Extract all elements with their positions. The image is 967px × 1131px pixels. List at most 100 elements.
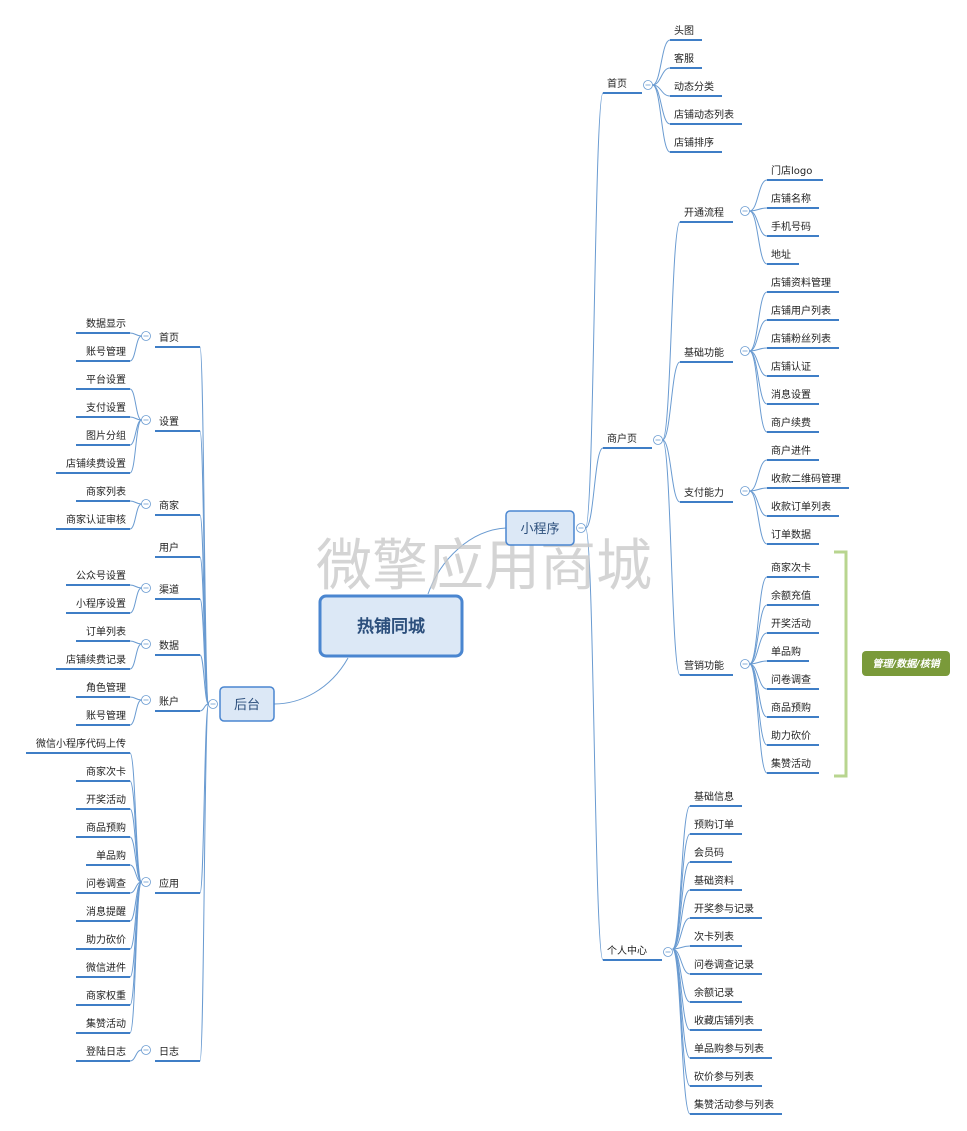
mp-personal-item-1[interactable]: 预购订单 (690, 818, 742, 835)
mp-merchant-2-item-2[interactable]: 收款订单列表 (767, 500, 839, 517)
mp-merchant-3-item-2[interactable]: 开奖活动 (767, 617, 819, 634)
mp-merchant-sub-0[interactable]: 开通流程 (680, 206, 733, 223)
mp-merchant-0-item-1[interactable]: 店铺名称 (767, 192, 819, 209)
mp-merchant-3-item-6[interactable]: 助力砍价 (767, 729, 819, 746)
mp-personal-item-7[interactable]: 余额记录 (690, 986, 742, 1003)
backend-branch-1[interactable]: 设置 (155, 416, 200, 432)
backend-8-item-0[interactable]: 登陆日志 (76, 1045, 130, 1062)
backend-7-item-3[interactable]: 商品预购 (76, 821, 130, 838)
backend-branch-1-collapse-toggle[interactable] (141, 415, 151, 425)
mp-personal-item-9[interactable]: 单品购参与列表 (690, 1042, 772, 1059)
backend-7-item-4[interactable]: 单品购 (86, 849, 130, 866)
backend-branch-8-collapse-toggle[interactable] (141, 1045, 151, 1055)
mp-personal-item-8[interactable]: 收藏店铺列表 (690, 1014, 762, 1031)
mp-merchant-0-item-2[interactable]: 手机号码 (767, 220, 819, 237)
backend-branch-5[interactable]: 数据 (155, 639, 200, 656)
backend-0-item-0[interactable]: 数据显示 (76, 317, 130, 334)
backend-branch-6-collapse-toggle[interactable] (141, 695, 151, 705)
backend-branch-5-collapse-toggle[interactable] (141, 639, 151, 649)
mp-merchant-2-item-3[interactable]: 订单数据 (767, 528, 819, 545)
mp-personal-item-3[interactable]: 基础资料 (690, 874, 742, 891)
backend-6-item-1[interactable]: 账号管理 (76, 709, 130, 726)
mp-merchant-2-item-0[interactable]: 商户进件 (767, 444, 819, 461)
backend-7-item-8[interactable]: 微信进件 (76, 961, 130, 978)
backend-5-item-0[interactable]: 订单列表 (76, 625, 130, 642)
mp-personal-item-4[interactable]: 开奖参与记录 (690, 902, 762, 919)
mp-merchant-sub-1[interactable]: 基础功能 (680, 346, 733, 363)
mp-branch-0-collapse-toggle[interactable] (643, 80, 653, 90)
mp-personal-item-2[interactable]: 会员码 (690, 846, 732, 863)
backend-0-item-1[interactable]: 账号管理 (76, 345, 130, 362)
mp-home-item-3[interactable]: 店铺动态列表 (670, 108, 742, 125)
mp-merchant-3-item-5[interactable]: 商品预购 (767, 701, 819, 718)
mini-program-node[interactable]: 小程序 (505, 510, 575, 546)
mp-branch-2[interactable]: 个人中心 (603, 944, 662, 961)
mp-merchant-1-item-4[interactable]: 消息设置 (767, 388, 819, 405)
backend-1-item-2[interactable]: 图片分组 (76, 429, 130, 446)
mp-personal-item-5[interactable]: 次卡列表 (690, 930, 742, 947)
backend-1-item-3[interactable]: 店铺续费设置 (56, 457, 130, 474)
backend-collapse-toggle[interactable] (208, 699, 218, 709)
mp-merchant-0-item-0[interactable]: 门店logo (767, 164, 823, 181)
mp-merchant-1-item-0[interactable]: 店铺资料管理 (767, 276, 839, 293)
backend-7-item-9[interactable]: 商家权重 (76, 989, 130, 1006)
mp-personal-item-6[interactable]: 问卷调查记录 (690, 958, 762, 975)
backend-7-item-1[interactable]: 商家次卡 (76, 765, 130, 782)
backend-7-item-7[interactable]: 助力砍价 (76, 933, 130, 950)
mp-merchant-3-item-0[interactable]: 商家次卡 (767, 561, 819, 578)
mp-personal-item-10[interactable]: 砍价参与列表 (690, 1070, 762, 1087)
mp-merchant-2-item-1[interactable]: 收款二维码管理 (767, 472, 849, 489)
backend-branch-2[interactable]: 商家 (155, 499, 200, 516)
mp-home-item-2[interactable]: 动态分类 (670, 80, 722, 97)
mp-branch-1[interactable]: 商户页 (603, 432, 652, 449)
mp-merchant-sub-1-collapse-toggle[interactable] (740, 346, 750, 356)
backend-7-item-10[interactable]: 集赞活动 (76, 1017, 130, 1034)
backend-branch-4-collapse-toggle[interactable] (141, 583, 151, 593)
backend-branch-2-collapse-toggle[interactable] (141, 499, 151, 509)
backend-7-item-0[interactable]: 微信小程序代码上传 (26, 737, 130, 754)
mp-merchant-sub-2-collapse-toggle[interactable] (740, 486, 750, 496)
mp-merchant-3-item-1[interactable]: 余额充值 (767, 589, 819, 606)
backend-6-item-0[interactable]: 角色管理 (76, 681, 130, 698)
mp-branch-2-collapse-toggle[interactable] (663, 947, 673, 957)
backend-branch-8[interactable]: 日志 (155, 1045, 200, 1062)
root-node[interactable]: 热铺同城 (318, 594, 464, 658)
mp-merchant-sub-2[interactable]: 支付能力 (680, 486, 733, 503)
mp-home-item-4[interactable]: 店铺排序 (670, 136, 722, 153)
mp-home-item-1[interactable]: 客服 (670, 52, 702, 69)
backend-7-item-5[interactable]: 问卷调查 (76, 877, 130, 894)
backend-4-item-0[interactable]: 公众号设置 (66, 570, 130, 586)
backend-1-item-1[interactable]: 支付设置 (76, 401, 130, 418)
mp-merchant-1-item-5[interactable]: 商户续费 (767, 416, 819, 433)
mp-personal-item-0[interactable]: 基础信息 (690, 790, 742, 807)
backend-7-item-2[interactable]: 开奖活动 (76, 793, 130, 810)
mp-merchant-sub-0-collapse-toggle[interactable] (740, 206, 750, 216)
backend-4-item-1[interactable]: 小程序设置 (66, 597, 130, 614)
backend-branch-6[interactable]: 账户 (155, 695, 200, 712)
mp-merchant-3-item-3[interactable]: 单品购 (767, 645, 809, 662)
backend-branch-7[interactable]: 应用 (155, 877, 200, 894)
backend-branch-7-collapse-toggle[interactable] (141, 877, 151, 887)
mp-merchant-1-item-3[interactable]: 店铺认证 (767, 360, 819, 377)
backend-node[interactable]: 后台 (219, 686, 275, 722)
mini-program-collapse-toggle[interactable] (576, 523, 586, 533)
mp-personal-item-11[interactable]: 集赞活动参与列表 (690, 1098, 782, 1115)
mp-merchant-3-item-7[interactable]: 集赞活动 (767, 757, 819, 774)
backend-1-item-0[interactable]: 平台设置 (76, 373, 130, 390)
mp-merchant-3-item-4[interactable]: 问卷调查 (767, 673, 819, 690)
backend-2-item-0[interactable]: 商家列表 (76, 485, 130, 502)
backend-2-item-1[interactable]: 商家认证审核 (56, 513, 130, 530)
backend-branch-4[interactable]: 渠道 (155, 583, 200, 600)
mp-merchant-sub-3-collapse-toggle[interactable] (740, 659, 750, 669)
mp-merchant-sub-3[interactable]: 营销功能 (680, 659, 733, 676)
mp-merchant-1-item-1[interactable]: 店铺用户列表 (767, 304, 839, 321)
mp-merchant-1-item-2[interactable]: 店铺粉丝列表 (767, 332, 839, 349)
mp-branch-0[interactable]: 首页 (603, 77, 642, 94)
backend-branch-0[interactable]: 首页 (155, 331, 200, 348)
backend-5-item-1[interactable]: 店铺续费记录 (56, 653, 130, 670)
mp-branch-1-collapse-toggle[interactable] (653, 435, 663, 445)
mp-home-item-0[interactable]: 头图 (670, 25, 702, 41)
backend-branch-0-collapse-toggle[interactable] (141, 331, 151, 341)
backend-branch-3[interactable]: 用户 (155, 541, 200, 558)
backend-7-item-6[interactable]: 消息提醒 (76, 905, 130, 922)
